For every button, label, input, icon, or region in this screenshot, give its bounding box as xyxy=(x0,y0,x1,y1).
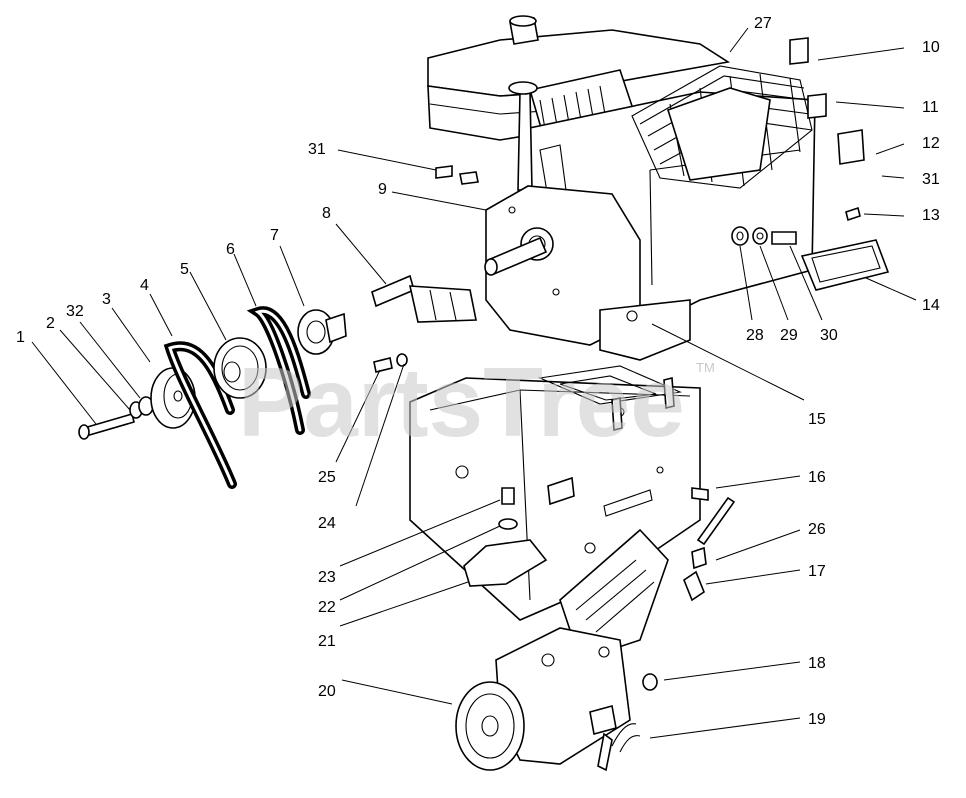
callout-17: 17 xyxy=(808,563,826,580)
pulley-7 xyxy=(297,309,347,355)
gearbox-assembly xyxy=(495,528,669,772)
callout-24: 24 xyxy=(318,515,336,532)
hose-19 xyxy=(611,723,641,753)
idler-bracket-8 xyxy=(371,274,477,323)
engine-assembly xyxy=(427,15,816,361)
callout-3: 3 xyxy=(102,291,111,308)
callout-25: 25 xyxy=(318,469,336,486)
callout-8: 8 xyxy=(322,205,331,222)
hardware-16-17-26 xyxy=(683,487,736,602)
callout-1: 1 xyxy=(16,329,25,346)
callout-7: 7 xyxy=(270,227,279,244)
pulley-20 xyxy=(455,681,525,771)
callout-5: 5 xyxy=(180,261,189,278)
fitting-31 xyxy=(435,165,479,185)
decal-plates xyxy=(789,37,865,165)
pulley-5 xyxy=(213,337,267,399)
callout-31-left: 31 xyxy=(308,141,326,158)
callout-2: 2 xyxy=(46,315,55,332)
callout-31-right: 31 xyxy=(922,171,940,188)
callout-20: 20 xyxy=(318,683,336,700)
hardware-21-23 xyxy=(463,487,548,587)
callout-numbers: 1 2 32 3 4 5 6 7 8 9 31 27 10 11 12 31 1… xyxy=(16,15,940,728)
callout-23: 23 xyxy=(318,569,336,586)
callout-16: 16 xyxy=(808,469,826,486)
callout-26: 26 xyxy=(808,521,826,538)
watermark-trademark: TM xyxy=(696,360,715,375)
callout-10: 10 xyxy=(922,39,940,56)
watermark-text: PartsTree xyxy=(238,347,685,457)
callout-14: 14 xyxy=(922,297,940,314)
callout-29: 29 xyxy=(780,327,798,344)
nut-18 xyxy=(642,673,658,691)
hardware-28-30 xyxy=(731,226,797,246)
callout-22: 22 xyxy=(318,599,336,616)
hardware-24-25 xyxy=(373,353,408,373)
cover-plate-parts xyxy=(800,206,890,291)
callout-30: 30 xyxy=(820,327,838,344)
callout-12: 12 xyxy=(922,135,940,152)
callout-15: 15 xyxy=(808,411,826,428)
callout-13: 13 xyxy=(922,207,940,224)
callout-11: 11 xyxy=(922,99,939,116)
watermark: PartsTree TM xyxy=(238,347,715,457)
bolt-1 xyxy=(78,412,135,440)
callout-28: 28 xyxy=(746,327,764,344)
callout-9: 9 xyxy=(378,181,387,198)
callout-19: 19 xyxy=(808,711,826,728)
callout-6: 6 xyxy=(226,241,235,258)
callout-21: 21 xyxy=(318,633,336,650)
callout-27: 27 xyxy=(754,15,772,32)
callout-32: 32 xyxy=(66,303,84,320)
washers-2-32 xyxy=(129,396,154,419)
callout-18: 18 xyxy=(808,655,826,672)
leader-lines xyxy=(31,27,917,739)
callout-4: 4 xyxy=(140,277,149,294)
